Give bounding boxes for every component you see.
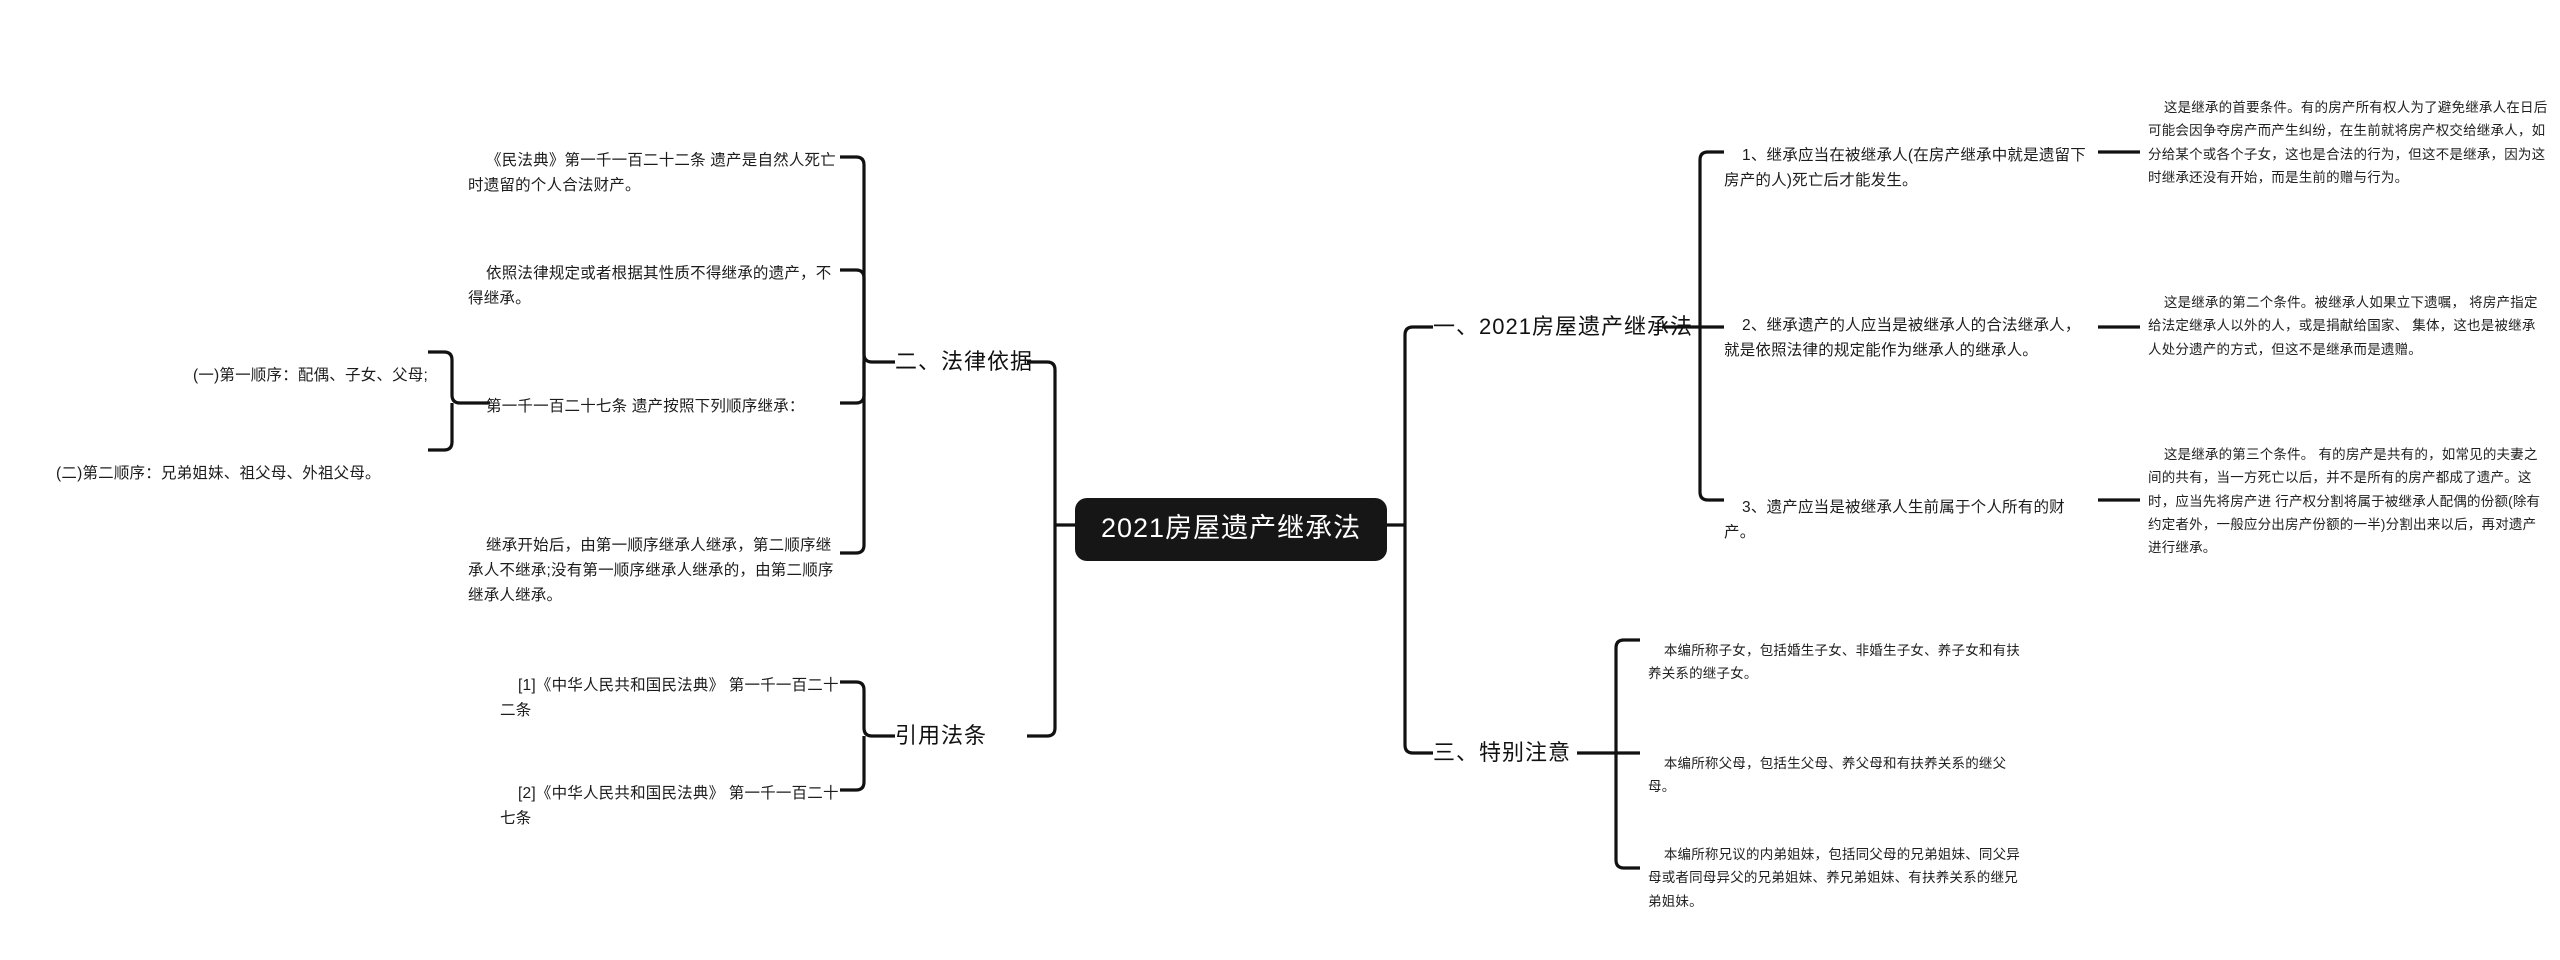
wire-b2c3-s2 (428, 403, 454, 452)
sub-node-text: 继承开始后，由第一顺序继承人继承，第二顺序继承人不继承;没有第一顺序继承人继承的… (468, 537, 834, 605)
wire-branch3-c3 (1614, 753, 1640, 870)
sub-node-left-1-1[interactable]: 《民法典》第一千一百二十二条 遗产是自然人死亡时遗留的个人合法财产。 (468, 123, 840, 223)
branch-label: 引用法条 (895, 723, 988, 748)
branch-node-left-2[interactable]: 引用法条 (895, 722, 987, 751)
wire-branch1-c3 (1698, 327, 1724, 502)
sub-node-right-1-3[interactable]: 3、遗产应当是被继承人生前属于个人所有的财产。 (1724, 470, 2096, 570)
sub-node-left-1-3[interactable]: 第一千一百二十七条 遗产按照下列顺序继承： (468, 369, 840, 444)
leaf-node-left-1-3-1[interactable]: (一)第一顺序：配偶、子女、父母; (56, 338, 428, 413)
wire-branch1-c1 (1698, 150, 1724, 327)
wire-branch2-c4 (840, 362, 866, 555)
sub-node-text: 依照法律规定或者根据其性质不得继承的遗产，不得继承。 (468, 265, 832, 308)
leaf-node-text: (一)第一顺序：配偶、子女、父母; (192, 367, 428, 385)
sub-node-left-2-1[interactable]: [1]《中华人民共和国民法典》 第一千一百二十二条 (500, 648, 840, 748)
wire-branch4-c2 (840, 736, 866, 792)
wire-root-to-branch3 (1403, 525, 1433, 755)
root-topic-label: 2021房屋遗产继承法 (1101, 513, 1362, 543)
leaf-node-text: 这是继承的首要条件。有的房产所有权人为了避免继承人在日后可能会因争夺房产而产生纠… (2148, 100, 2548, 185)
leaf-node-right-1-2-1[interactable]: 这是继承的第二个条件。被继承人如果立下遗嘱， 将房产指定给法定继承人以外的人，或… (2148, 268, 2548, 384)
branch-label: 三、特别注意 (1433, 740, 1572, 765)
sub-node-text: 1、继承应当在被继承人(在房产继承中就是遗留下房产的人)死亡后才能发生。 (1724, 147, 2086, 190)
wire-branch3-c1 (1614, 638, 1640, 753)
leaf-node-text: 这是继承的第三个条件。 有的房产是共有的，如常见的夫妻之间的共有，当一方死亡以后… (2148, 447, 2541, 556)
sub-node-right-2-2[interactable]: 本编所称父母，包括生父母、养父母和有扶养关系的继父母。 (1648, 729, 2020, 822)
sub-node-left-2-2[interactable]: [2]《中华人民共和国民法典》 第一千一百二十七条 (500, 756, 840, 856)
sub-node-right-1-2[interactable]: 2、继承遗产的人应当是被继承人的合法继承人，就是依照法律的规定能作为继承人的继承… (1724, 288, 2096, 388)
sub-node-right-1-1[interactable]: 1、继承应当在被继承人(在房产继承中就是遗留下房产的人)死亡后才能发生。 (1724, 118, 2096, 218)
sub-node-text: 第一千一百二十七条 遗产按照下列顺序继承： (486, 398, 805, 416)
sub-node-text: 本编所称父母，包括生父母、养父母和有扶养关系的继父母。 (1648, 756, 2007, 795)
leaf-node-left-1-3-2[interactable]: (二)第二顺序：兄弟姐妹、祖父母、外祖父母。 (38, 436, 428, 511)
branch-node-right-1[interactable]: 一、2021房屋遗产继承法 (1433, 313, 1693, 342)
wire-root-to-branch2 (1027, 360, 1057, 525)
wire-branch2-c2 (840, 268, 866, 362)
root-topic[interactable]: 2021房屋遗产继承法 (1075, 498, 1388, 561)
branch-node-right-2[interactable]: 三、特别注意 (1433, 739, 1571, 768)
sub-node-left-1-2[interactable]: 依照法律规定或者根据其性质不得继承的遗产，不得继承。 (468, 236, 840, 336)
branch-label: 二、法律依据 (895, 349, 1034, 374)
wire-root-to-branch1 (1403, 325, 1433, 525)
wire-branch2-c1 (840, 155, 895, 364)
sub-node-text: 3、遗产应当是被继承人生前属于个人所有的财产。 (1724, 499, 2065, 542)
wire-branch2-c3 (840, 362, 866, 405)
branch-label: 一、2021房屋遗产继承法 (1433, 314, 1693, 339)
sub-node-text: 本编所称兄议的内弟姐妹，包括同父母的兄弟姐妹、同父异母或者同母异父的兄弟姐妹、养… (1648, 847, 2021, 909)
leaf-node-right-1-1-1[interactable]: 这是继承的首要条件。有的房产所有权人为了避免继承人在日后可能会因争夺房产而产生纠… (2148, 73, 2548, 212)
sub-node-left-1-4[interactable]: 继承开始后，由第一顺序继承人继承，第二顺序继承人不继承;没有第一顺序继承人继承的… (468, 508, 840, 634)
leaf-node-text: (二)第二顺序：兄弟姐妹、祖父母、外祖父母。 (56, 465, 381, 483)
leaf-node-text: 这是继承的第二个条件。被继承人如果立下遗嘱， 将房产指定给法定继承人以外的人，或… (2148, 295, 2538, 357)
leaf-node-right-1-3-1[interactable]: 这是继承的第三个条件。 有的房产是共有的，如常见的夫妻之间的共有，当一方死亡以后… (2148, 420, 2548, 583)
sub-node-text: [1]《中华人民共和国民法典》 第一千一百二十二条 (500, 677, 839, 720)
sub-node-text: 《民法典》第一千一百二十二条 遗产是自然人死亡时遗留的个人合法财产。 (468, 152, 836, 195)
wire-branch4-c1 (840, 680, 895, 738)
sub-node-text: 2、继承遗产的人应当是被继承人的合法继承人，就是依照法律的规定能作为继承人的继承… (1724, 317, 2081, 360)
wire-root-to-branch4 (1027, 525, 1057, 738)
sub-node-text: [2]《中华人民共和国民法典》 第一千一百二十七条 (500, 785, 839, 828)
branch-node-left-1[interactable]: 二、法律依据 (895, 348, 1033, 377)
sub-node-right-2-1[interactable]: 本编所称子女，包括婚生子女、非婚生子女、养子女和有扶养关系的继子女。 (1648, 616, 2020, 709)
sub-node-right-2-3[interactable]: 本编所称兄议的内弟姐妹，包括同父母的兄弟姐妹、同父异母或者同母异父的兄弟姐妹、养… (1648, 820, 2020, 936)
sub-node-text: 本编所称子女，包括婚生子女、非婚生子女、养子女和有扶养关系的继子女。 (1648, 643, 2021, 682)
